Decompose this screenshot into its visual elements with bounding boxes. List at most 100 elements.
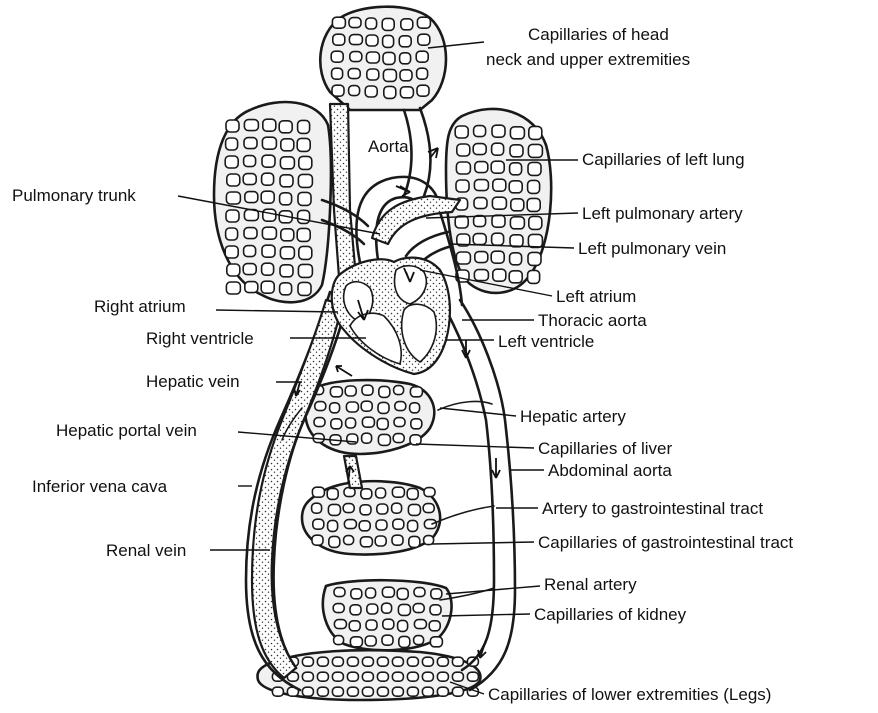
capillary-cell <box>407 672 418 681</box>
capillary-cell <box>384 86 396 98</box>
capillary-cell <box>312 487 324 497</box>
capillary-cell <box>349 86 360 96</box>
capillary-cell <box>423 504 434 513</box>
capillary-cell <box>401 19 413 30</box>
label-hepatic-vein: Hepatic vein <box>146 372 240 391</box>
label-capillaries-lower-extremities: Capillaries of lower extremities (Legs) <box>488 685 771 704</box>
label-right-ventricle: Right ventricle <box>146 329 254 348</box>
capillary-cell <box>399 36 411 47</box>
capillary-cell <box>280 247 294 259</box>
capillary-cell <box>474 180 488 191</box>
label-left-pulmonary-vein: Left pulmonary vein <box>578 239 726 258</box>
capillary-cell <box>366 52 379 63</box>
capillary-cell <box>417 68 428 79</box>
capillary-cell <box>399 636 410 647</box>
capillary-cell <box>527 198 540 211</box>
capillary-cell <box>467 672 478 681</box>
capillary-cell <box>299 246 312 259</box>
capillary-cell <box>281 139 294 151</box>
capillary-cell <box>334 620 346 629</box>
capillary-cell <box>351 589 362 599</box>
label-capillaries-head-line2: neck and upper extremities <box>486 50 690 69</box>
capillary-bed-gi-tract <box>302 481 440 554</box>
capillary-cell <box>417 17 430 28</box>
capillary-cell <box>347 657 358 666</box>
capillary-cell <box>376 488 386 498</box>
capillary-cell <box>302 687 313 696</box>
capillary-cell <box>474 126 486 137</box>
capillary-cell <box>366 18 377 29</box>
capillary-cell <box>315 402 326 411</box>
label-capillaries-liver: Capillaries of liver <box>538 439 672 458</box>
capillary-cell <box>474 270 488 281</box>
capillary-cell <box>429 621 440 631</box>
capillary-cell <box>263 119 276 131</box>
capillary-cell <box>281 229 294 241</box>
capillary-cell <box>407 488 418 499</box>
capillary-cell <box>528 144 542 157</box>
capillary-cell <box>473 144 486 155</box>
capillary-cell <box>262 245 275 257</box>
capillary-cell <box>492 143 504 155</box>
capillary-cell <box>413 604 424 613</box>
capillary-cell <box>410 387 422 397</box>
capillary-cell <box>334 588 345 597</box>
capillary-cell <box>510 217 524 229</box>
capillary-cell <box>362 433 372 443</box>
capillary-cell <box>528 162 541 175</box>
capillary-cell <box>377 504 388 514</box>
capillary-cell <box>410 403 420 413</box>
label-left-ventricle: Left ventricle <box>498 332 594 351</box>
capillary-cell <box>430 605 441 615</box>
capillary-cell <box>382 603 392 613</box>
capillary-cell <box>529 216 542 229</box>
capillary-cell <box>528 270 540 283</box>
capillary-cell <box>382 18 394 30</box>
capillary-cell <box>349 35 362 45</box>
capillary-cell <box>378 434 390 445</box>
capillary-cell <box>379 386 390 397</box>
capillary-cell <box>437 687 448 696</box>
capillary-cell <box>392 672 403 681</box>
label-thoracic-aorta: Thoracic aorta <box>538 311 647 330</box>
capillary-cell <box>392 535 403 545</box>
label-capillaries-left-lung: Capillaries of left lung <box>582 150 745 169</box>
capillary-cell <box>392 487 404 497</box>
label-renal-vein: Renal vein <box>106 541 186 560</box>
capillary-cell <box>350 52 362 62</box>
capillary-cell <box>452 687 463 696</box>
capillary-cell <box>491 251 504 263</box>
capillary-cell <box>346 402 358 412</box>
capillary-cell <box>398 604 410 615</box>
capillary-cell <box>431 589 442 599</box>
capillary-cell <box>510 163 522 175</box>
capillary-cell <box>509 271 522 283</box>
capillary-cell <box>227 264 240 276</box>
capillary-cell <box>272 687 283 696</box>
capillary-cell <box>474 216 486 227</box>
capillary-cell <box>279 121 292 133</box>
capillary-cell <box>394 386 404 395</box>
capillary-cell <box>377 418 388 429</box>
capillary-cell <box>411 419 422 429</box>
capillary-cell <box>332 672 343 681</box>
capillary-cell <box>414 588 425 597</box>
capillary-cell <box>382 635 393 645</box>
label-right-atrium: Right atrium <box>94 297 186 316</box>
capillary-cell <box>299 156 312 169</box>
label-renal-artery: Renal artery <box>544 575 637 594</box>
capillary-cell <box>362 687 373 696</box>
capillary-cell <box>509 181 522 193</box>
capillary-cell <box>347 434 358 444</box>
capillary-cell <box>298 174 312 187</box>
capillary-cell <box>312 503 322 513</box>
superior-vena-cava-vessel <box>330 104 356 290</box>
capillary-cell <box>280 283 292 295</box>
label-hepatic-portal-vein: Hepatic portal vein <box>56 421 197 440</box>
label-aorta: Aorta <box>368 137 409 156</box>
capillary-cell <box>383 52 395 64</box>
capillary-cell <box>510 253 522 265</box>
label-capillaries-gi-tract: Capillaries of gastrointestinal tract <box>538 533 793 552</box>
capillary-cell <box>393 519 404 529</box>
capillary-cell <box>393 434 404 443</box>
